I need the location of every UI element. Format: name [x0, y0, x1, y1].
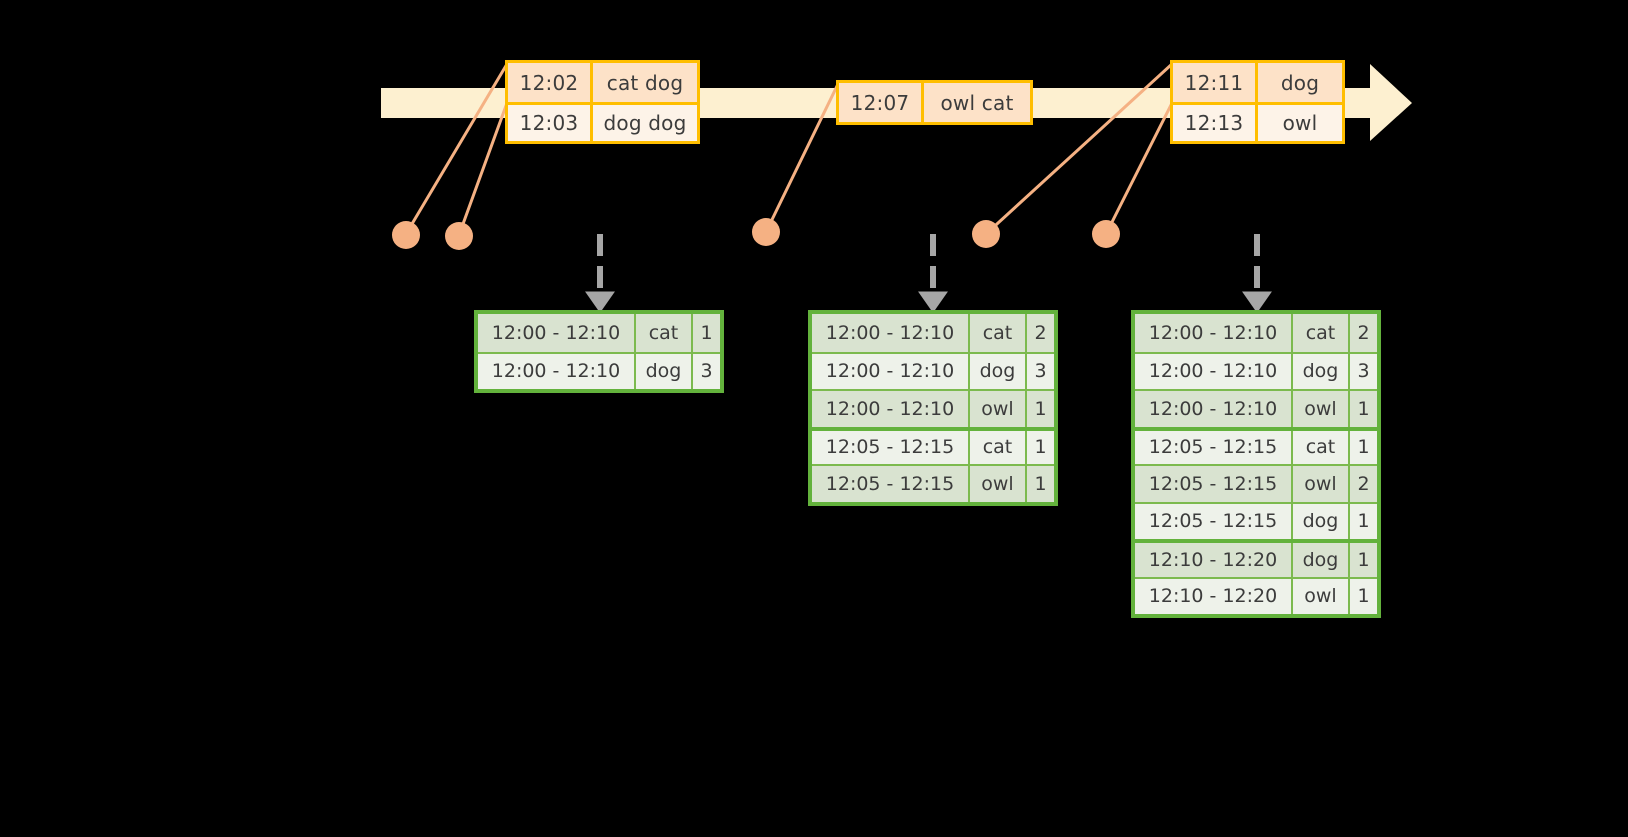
window-cell: 12:00 - 12:10 [478, 353, 636, 389]
event-time: 12:02 [508, 63, 593, 102]
key-cell: dog [970, 353, 1027, 389]
count-cell: 1 [1027, 466, 1054, 502]
key-cell: dog [1293, 543, 1350, 577]
window-cell: 12:05 - 12:15 [1135, 430, 1293, 464]
count-cell: 1 [1350, 430, 1377, 464]
window-cell: 12:05 - 12:15 [812, 466, 970, 502]
key-cell: cat [970, 430, 1027, 464]
event-time: 12:13 [1173, 105, 1258, 141]
count-cell: 2 [1350, 466, 1377, 502]
key-cell: owl [1293, 466, 1350, 502]
event-connector-dots [392, 218, 1120, 250]
window-cell: 12:00 - 12:10 [812, 314, 970, 352]
count-cell: 1 [1027, 430, 1054, 464]
count-cell: 1 [1350, 503, 1377, 539]
connector-dot [972, 220, 1000, 248]
window-cell: 12:05 - 12:15 [1135, 503, 1293, 539]
window-cell: 12:00 - 12:10 [812, 353, 970, 389]
event-words: owl cat [924, 83, 1030, 122]
event-row: 12:03 dog dog [508, 102, 697, 141]
window-cell: 12:00 - 12:10 [1135, 391, 1293, 427]
count-cell: 3 [693, 353, 720, 389]
count-cell: 1 [1027, 391, 1054, 427]
count-cell: 3 [1350, 353, 1377, 389]
key-cell: cat [1293, 314, 1350, 352]
key-cell: cat [1293, 430, 1350, 464]
window-cell: 12:10 - 12:20 [1135, 543, 1293, 577]
event-words: cat dog [593, 63, 697, 102]
count-cell: 3 [1027, 353, 1054, 389]
connector-dot [752, 218, 780, 246]
key-cell: dog [1293, 353, 1350, 389]
key-cell: owl [1293, 578, 1350, 614]
connector-dot [1092, 220, 1120, 248]
count-cell: 1 [1350, 391, 1377, 427]
window-cell: 12:10 - 12:20 [1135, 578, 1293, 614]
flow-arrow-3 [1242, 234, 1272, 313]
connector-dot [392, 221, 420, 249]
key-cell: cat [970, 314, 1027, 352]
event-row: 12:13 owl [1173, 102, 1342, 141]
event-group-2: 12:07 owl cat [836, 80, 1033, 125]
window-cell: 12:05 - 12:15 [1135, 466, 1293, 502]
key-cell: cat [636, 314, 693, 352]
count-cell: 1 [693, 314, 720, 352]
connector-dot [445, 222, 473, 250]
event-row: 12:07 owl cat [839, 83, 1030, 122]
window-cell: 12:00 - 12:10 [1135, 353, 1293, 389]
key-cell: owl [1293, 391, 1350, 427]
count-cell: 2 [1027, 314, 1054, 352]
count-cell: 1 [1350, 578, 1377, 614]
event-words: owl [1258, 105, 1342, 141]
flow-arrow-1 [585, 234, 615, 313]
flow-arrows [585, 234, 1272, 313]
event-words: dog dog [593, 105, 697, 141]
window-cell: 12:05 - 12:15 [812, 430, 970, 464]
key-cell: owl [970, 466, 1027, 502]
flow-arrow-2 [918, 234, 948, 313]
count-cell: 2 [1350, 314, 1377, 352]
event-group-1: 12:02 cat dog 12:03 dog dog [505, 60, 700, 144]
event-group-3: 12:11 dog 12:13 owl [1170, 60, 1345, 144]
event-row: 12:11 dog [1173, 63, 1342, 102]
event-row: 12:02 cat dog [508, 63, 697, 102]
key-cell: owl [970, 391, 1027, 427]
count-cell: 1 [1350, 543, 1377, 577]
event-time: 12:11 [1173, 63, 1258, 102]
window-cell: 12:00 - 12:10 [1135, 314, 1293, 352]
key-cell: dog [1293, 503, 1350, 539]
window-cell: 12:00 - 12:10 [812, 391, 970, 427]
event-time: 12:03 [508, 105, 593, 141]
window-cell: 12:00 - 12:10 [478, 314, 636, 352]
event-time: 12:07 [839, 83, 924, 122]
key-cell: dog [636, 353, 693, 389]
event-words: dog [1258, 63, 1342, 102]
